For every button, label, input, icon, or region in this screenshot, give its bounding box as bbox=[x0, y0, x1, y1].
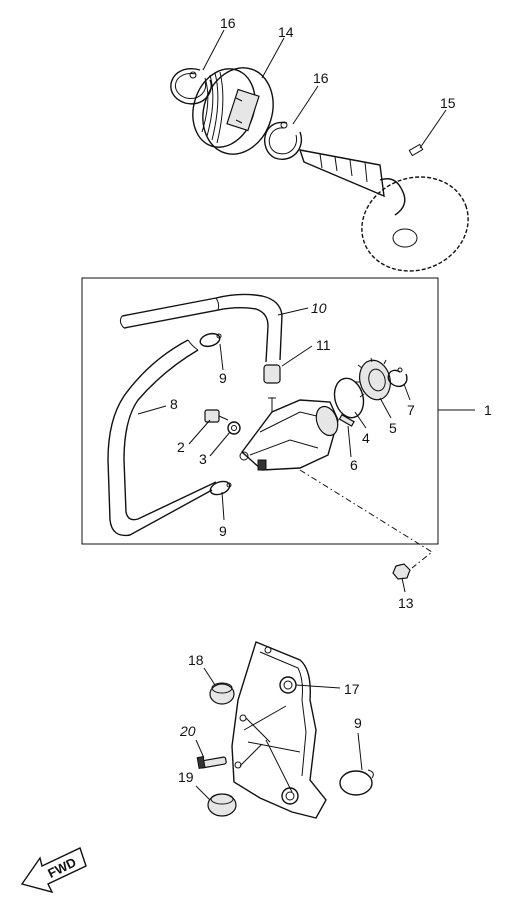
grommet-19 bbox=[207, 793, 237, 817]
callout-9-lower: 9 bbox=[219, 523, 227, 539]
leader-lines bbox=[137, 29, 447, 801]
bolt-13 bbox=[392, 563, 411, 580]
callout-13: 13 bbox=[398, 595, 414, 611]
grommet-18 bbox=[209, 682, 235, 705]
callout-14: 14 bbox=[278, 24, 294, 40]
callout-8: 8 bbox=[170, 396, 178, 412]
fwd-arrow: FWD bbox=[20, 847, 87, 894]
circlip-left-16 bbox=[170, 68, 212, 105]
callout-9-cover: 9 bbox=[354, 715, 362, 731]
callout-11: 11 bbox=[316, 337, 331, 353]
callout-19: 19 bbox=[178, 769, 194, 785]
circlip-right-16 bbox=[264, 121, 303, 160]
callout-20: 20 bbox=[179, 723, 196, 739]
callout-4: 4 bbox=[362, 430, 370, 446]
callout-16-right: 16 bbox=[313, 70, 329, 86]
callout-6: 6 bbox=[350, 457, 358, 473]
screw-20 bbox=[196, 755, 227, 770]
alignment-line bbox=[299, 469, 433, 569]
callout-17: 17 bbox=[344, 681, 360, 697]
callout-10: 10 bbox=[311, 300, 327, 316]
callout-9-upper: 9 bbox=[219, 370, 227, 386]
callout-15: 15 bbox=[440, 95, 456, 111]
o-ring-4 bbox=[333, 377, 365, 419]
hose-10 bbox=[119, 293, 283, 363]
callout-1: 1 bbox=[484, 402, 492, 418]
callout-2: 2 bbox=[177, 439, 185, 455]
cover-17 bbox=[231, 641, 327, 819]
o-ring-9 bbox=[339, 769, 374, 796]
oil-pump-body bbox=[239, 397, 339, 471]
pin-6 bbox=[338, 413, 355, 427]
callout-18: 18 bbox=[188, 652, 204, 668]
callout-5: 5 bbox=[389, 420, 397, 436]
clip-9-upper bbox=[199, 332, 222, 348]
crankshaft-15 bbox=[298, 143, 469, 272]
bolt-2 bbox=[204, 409, 229, 423]
assembly-box-1 bbox=[81, 277, 439, 545]
pump-gear-5 bbox=[355, 357, 391, 401]
circlip-7 bbox=[387, 367, 408, 388]
callout-3: 3 bbox=[199, 451, 207, 467]
callout-7: 7 bbox=[407, 402, 415, 418]
clip-9-lower bbox=[209, 480, 232, 496]
pulley-14 bbox=[192, 67, 274, 155]
hose-8 bbox=[107, 339, 217, 537]
washer-3 bbox=[227, 421, 241, 435]
callout-16-left: 16 bbox=[220, 15, 236, 31]
joint-11 bbox=[263, 364, 281, 384]
